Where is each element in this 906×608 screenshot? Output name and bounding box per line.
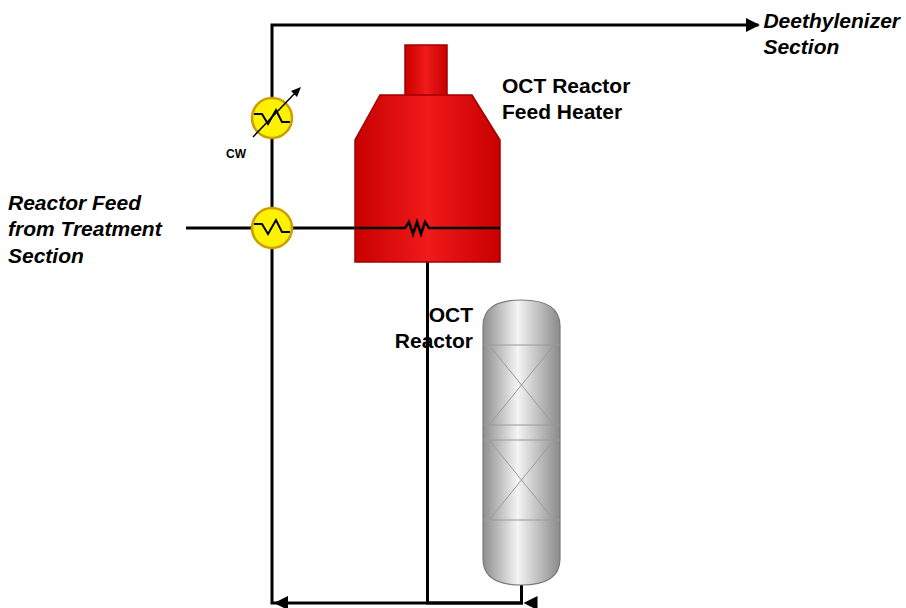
destination-label-anchor: Deethylenizer Section [763, 8, 895, 61]
source-label-anchor: Reactor Feed from Treatment Section [8, 190, 180, 269]
reactor-vessel: OCT Reactor [483, 300, 560, 585]
fired-heater-shape [355, 45, 500, 262]
arrowhead [524, 596, 538, 608]
cooler-exchanger: CW [251, 97, 293, 139]
destination-label: Deethylenizer Section [763, 8, 900, 61]
fired-heater: OCT Reactor Feed Heater [355, 45, 500, 262]
reactor-vessel-shape [483, 300, 560, 585]
equipment-label: OCT Reactor [388, 302, 473, 353]
arrowhead [274, 596, 288, 608]
equipment-label: OCT Reactor Feed Heater [502, 73, 652, 124]
feed-effluent-exchanger [252, 208, 292, 248]
cooler-exchanger-shape [251, 97, 293, 139]
equipment-label: CW [226, 147, 246, 162]
source-label: Reactor Feed from Treatment Section [8, 190, 180, 269]
